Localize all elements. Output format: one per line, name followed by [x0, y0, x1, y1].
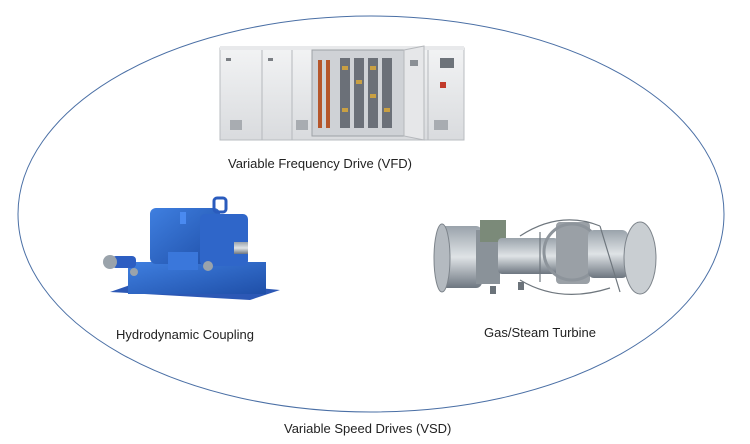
- gas-steam-turbine-label: Gas/Steam Turbine: [484, 325, 596, 340]
- vfd-label: Variable Frequency Drive (VFD): [228, 156, 412, 171]
- hydrodynamic-coupling-label: Hydrodynamic Coupling: [116, 327, 255, 342]
- turbine-image: [433, 219, 657, 295]
- electrical-cabinet-image: [219, 45, 465, 141]
- vsd-ellipse: [17, 15, 725, 413]
- blue-gearbox-image: [103, 196, 280, 300]
- vsd-title-label: Variable Speed Drives (VSD): [284, 421, 452, 436]
